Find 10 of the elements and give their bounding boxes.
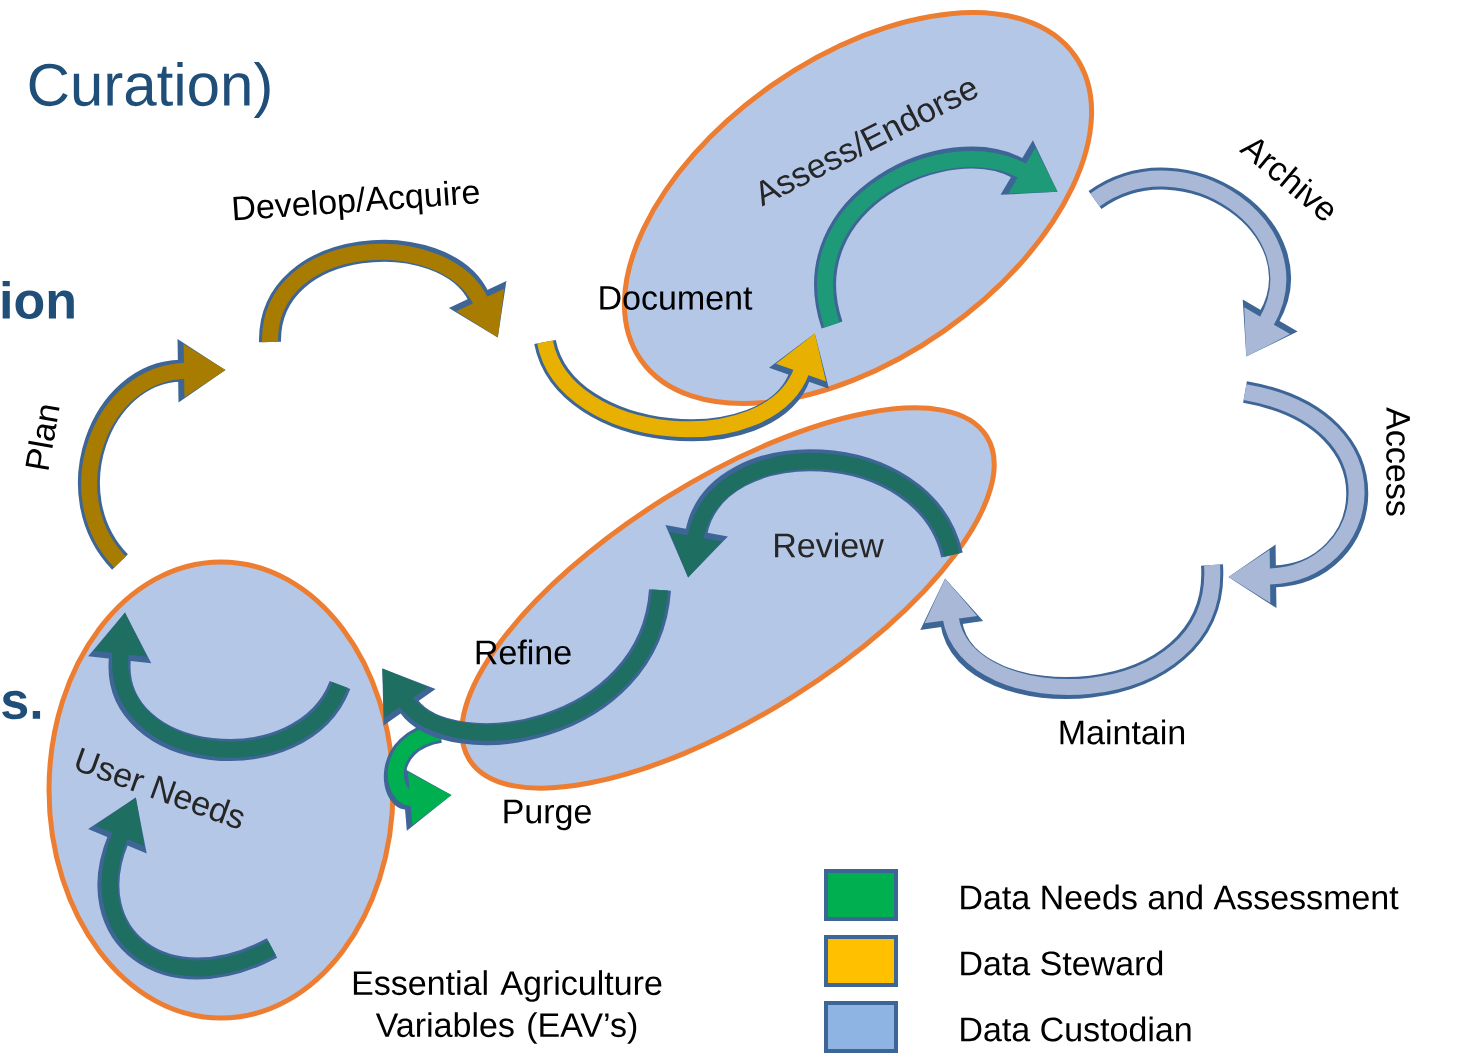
label: Plan <box>25 405 60 470</box>
label: Develop/Acquire <box>233 180 479 221</box>
label: Access <box>1386 407 1410 516</box>
arrow <box>382 588 671 745</box>
label: ion <box>2 280 74 320</box>
legend-label: Data Needs and Assessment <box>961 884 1399 910</box>
legend-label: Data Custodian <box>961 1016 1191 1042</box>
legend-label: Data Steward <box>961 950 1163 976</box>
label: Maintain <box>1060 719 1185 745</box>
label: Curation) <box>29 62 270 118</box>
